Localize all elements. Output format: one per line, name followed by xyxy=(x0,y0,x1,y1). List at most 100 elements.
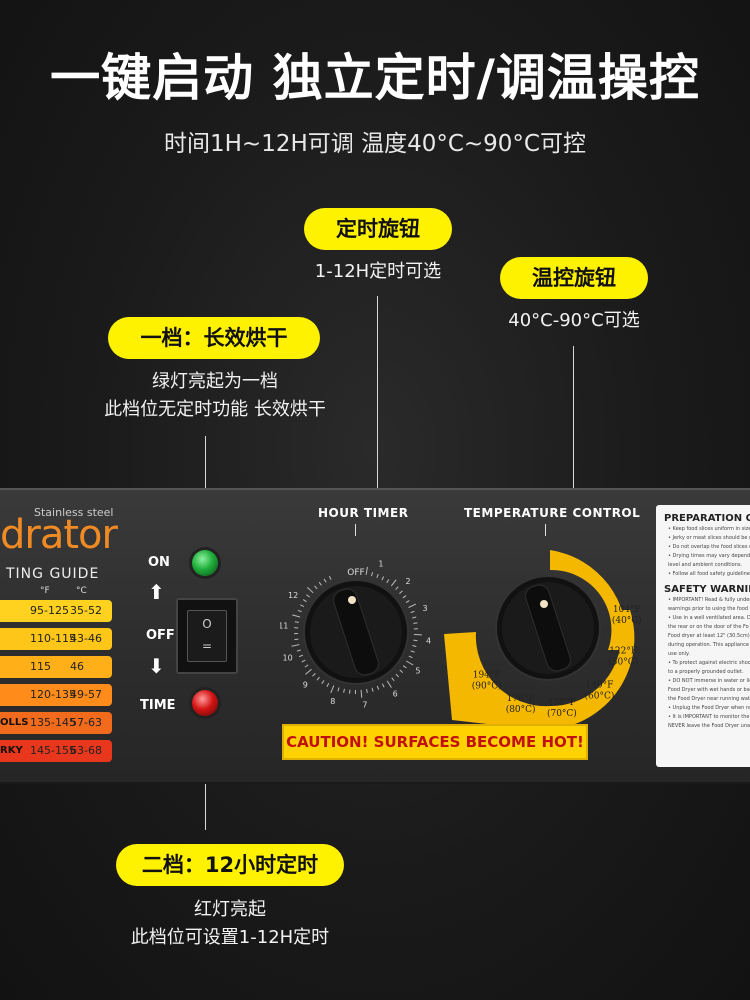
hour-tick xyxy=(371,572,374,577)
guide-row-f: 145-155 xyxy=(30,744,76,757)
temp-knob-callout-desc: 40°C-90°C可选 xyxy=(508,310,640,331)
guide-row-c: 35-52 xyxy=(70,604,102,617)
rocker-switch[interactable]: O = xyxy=(176,598,238,674)
switch-time-label: TIME xyxy=(140,698,176,713)
card-line: • IMPORTANT! Read & fully under xyxy=(668,597,750,603)
hour-tick-label: 10 xyxy=(283,654,293,663)
temp-mark-c: (70°C) xyxy=(547,708,577,719)
hour-tick xyxy=(318,581,322,586)
hour-tick xyxy=(314,585,318,590)
hour-tick xyxy=(291,644,300,647)
hour-tick xyxy=(323,578,327,583)
hour-tick-label: 5 xyxy=(415,667,420,676)
card-line: Food Dryer with wet hands or ba xyxy=(668,687,750,693)
hour-tick xyxy=(360,689,363,698)
card-line: • Follow all food safety guidelines. xyxy=(668,571,750,577)
temp-mark-f: 194°F xyxy=(473,670,501,680)
guide-row-label: RKY xyxy=(0,745,23,756)
temp-mark-f: 176°F xyxy=(507,694,535,704)
mode2-callout-title: 二档：12小时定时 xyxy=(116,844,344,886)
hour-tick xyxy=(386,579,390,584)
temp-knob-callout-title: 温控旋钮 xyxy=(500,257,648,299)
guide-row-f: 95-125 xyxy=(30,604,69,617)
temp-knob-grip[interactable] xyxy=(523,582,573,673)
hour-tick-label: 9 xyxy=(303,681,308,690)
hour-tick xyxy=(307,587,314,594)
switch-top-symbol: O xyxy=(202,617,212,631)
hour-tick-label: 7 xyxy=(362,700,367,708)
hour-tick xyxy=(413,639,418,642)
temp-mark-c: (50°C) xyxy=(608,656,638,667)
temp-mark-f: 158°F xyxy=(548,698,576,708)
card-line: • DO NOT immerse in water or liq xyxy=(668,678,750,684)
hour-timer-title: HOUR TIMER xyxy=(318,506,409,520)
card-line: Food dryer at least 12" (30.5cm) xyxy=(668,633,750,639)
guide-unit-c: °C xyxy=(76,586,87,596)
timer-knob-callout-title: 定时旋钮 xyxy=(304,208,452,250)
hour-tick xyxy=(395,673,400,678)
hour-tick xyxy=(412,645,417,647)
card-line: during operation. This appliance xyxy=(668,642,749,648)
hour-tick xyxy=(408,603,417,608)
temp-mark-f: 104°F xyxy=(613,605,641,615)
hour-tick xyxy=(312,673,316,677)
temp-mark-c: (60°C) xyxy=(584,690,614,701)
card-line: to a properly grounded outlet. xyxy=(668,669,744,675)
caution-label: CAUTION! SURFACES BECOME HOT! xyxy=(282,724,588,760)
hour-tick xyxy=(395,586,399,590)
card-line: • It is IMPORTANT to monitor the xyxy=(668,714,750,720)
temp-mark-c: (80°C) xyxy=(506,704,536,715)
hour-tick xyxy=(412,616,417,619)
temp-mark-c: (90°C) xyxy=(472,680,502,691)
hour-knob-grip[interactable] xyxy=(331,586,381,677)
guide-row-c: 57-63 xyxy=(70,716,102,729)
brand-logo: drator xyxy=(0,512,118,558)
hour-tick xyxy=(294,621,299,623)
hour-timer-marker xyxy=(355,524,356,536)
card-line: • Do not overlap the food slices on xyxy=(668,544,750,550)
mode1-callout-title: 一档：长效烘干 xyxy=(108,317,320,359)
card-line: the rear or on the door of the Fo xyxy=(668,624,749,630)
hour-tick-label: 2 xyxy=(406,577,411,586)
hour-tick xyxy=(413,622,418,624)
hour-tick xyxy=(371,687,374,692)
safety-lines: • IMPORTANT! Read & fully under warnings… xyxy=(656,595,750,730)
hour-tick xyxy=(381,683,385,688)
hour-tick-label: 3 xyxy=(422,604,427,613)
card-line: • Keep food slices uniform in size, xyxy=(668,526,750,532)
safety-title: SAFETY WARNINGS xyxy=(664,584,750,595)
hour-tick xyxy=(376,685,380,690)
hour-tick xyxy=(343,688,345,693)
hour-timer-off-label: OFF xyxy=(347,568,364,578)
red-indicator-light xyxy=(192,690,218,716)
preparation-title: PREPARATION OF FO xyxy=(664,513,750,524)
mode1-callout-line1: 绿灯亮起为一档 xyxy=(152,371,278,392)
hour-tick xyxy=(405,660,414,666)
hour-tick xyxy=(330,685,335,694)
switch-bottom-symbol: = xyxy=(201,639,213,653)
rocker-switch-face[interactable]: O = xyxy=(187,610,227,662)
hour-tick xyxy=(405,600,410,603)
hour-tick xyxy=(391,677,395,682)
hour-tick xyxy=(297,609,302,613)
temperature-dial[interactable]: 104°F(40°C)122°F(50°C)140°F(60°C)158°F(7… xyxy=(430,540,650,740)
timer-callout-line xyxy=(377,296,378,600)
hour-tick-label: 12 xyxy=(288,591,298,600)
mode1-callout-line2: 此档位无定时功能 长效烘干 xyxy=(104,399,326,420)
hour-tick-label: 1 xyxy=(378,559,383,568)
card-line: • Use in a well ventilated area. DO xyxy=(668,615,750,621)
card-line: NEVER leave the Food Dryer una xyxy=(668,723,750,729)
hour-tick xyxy=(298,654,304,658)
card-line: • To protect against electric shock, xyxy=(668,660,750,666)
card-line: use only. xyxy=(668,651,690,657)
hour-tick xyxy=(305,668,312,675)
guide-unit-f: °F xyxy=(40,586,50,596)
hour-tick-label: 6 xyxy=(393,690,398,699)
hour-tick xyxy=(292,614,301,618)
